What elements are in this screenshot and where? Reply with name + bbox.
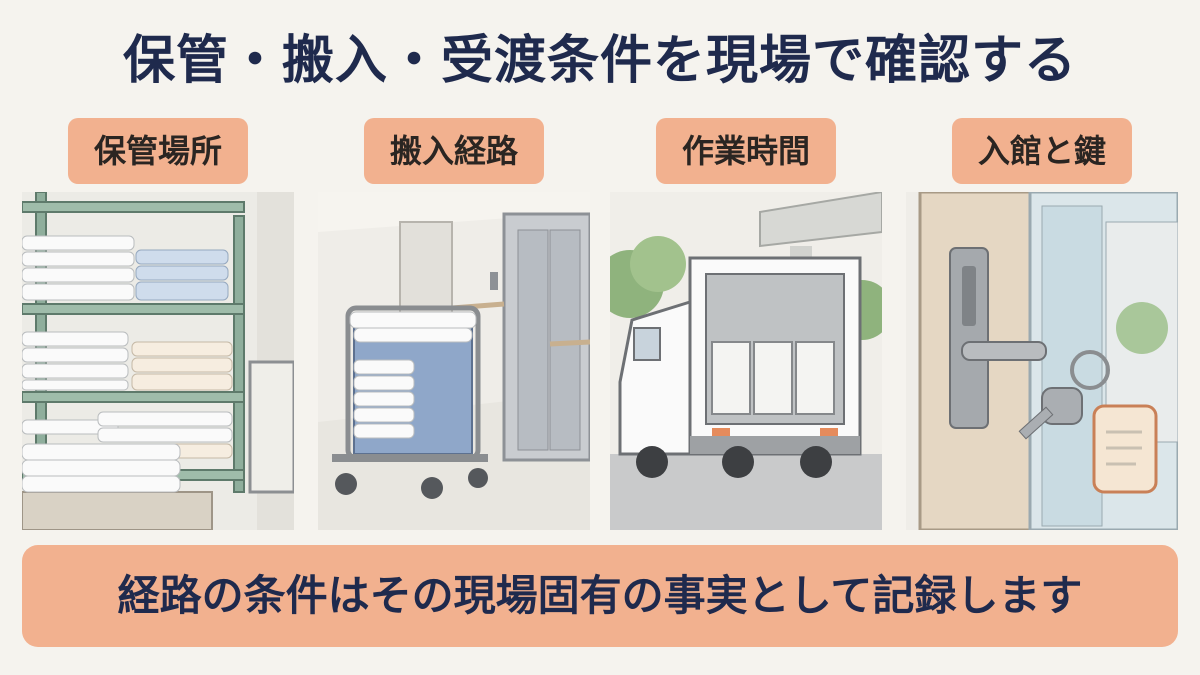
panel-label: 入館と鍵: [951, 118, 1133, 184]
panel-work-hours: 作業時間: [610, 118, 882, 530]
panel-entry-and-key: 入館と鍵: [906, 118, 1178, 530]
linen-cart-icon: [318, 192, 590, 530]
footer-note: 経路の条件はその現場固有の事実として記録します: [22, 545, 1178, 647]
door-key-icon: [906, 192, 1178, 530]
panel-label: 搬入経路: [363, 118, 545, 184]
page-title: 保管・搬入・受渡条件を現場で確認する: [122, 31, 1077, 91]
panel-carry-in-route: 搬入経路: [318, 118, 590, 530]
delivery-truck-icon: [610, 192, 882, 530]
panel-label: 作業時間: [655, 118, 837, 184]
storage-shelf-icon: [22, 192, 294, 530]
panel-storage-location: 保管場所: [22, 118, 294, 530]
panel-label: 保管場所: [67, 118, 249, 184]
